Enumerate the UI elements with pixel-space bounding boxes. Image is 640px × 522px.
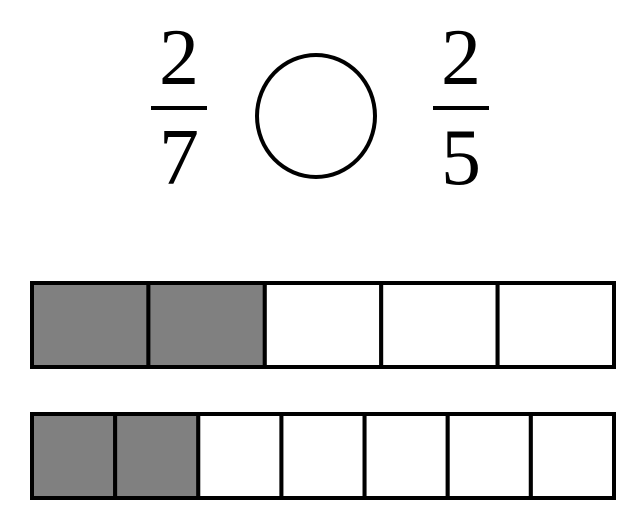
fraction-right-denominator: 5 [441, 114, 481, 202]
fraction-two-fifths: 2 5 [421, 18, 501, 198]
empty-bar-segment [379, 281, 500, 369]
fraction-right-bar [433, 106, 489, 110]
empty-bar-segment [262, 281, 384, 369]
empty-bar-segment [445, 412, 533, 500]
fraction-two-sevenths: 2 7 [139, 18, 219, 198]
empty-bar-segment [362, 412, 450, 500]
empty-bar-segment [495, 281, 617, 369]
empty-bar-segment [196, 412, 284, 500]
empty-bar-segment [528, 412, 616, 500]
empty-bar-segment [279, 412, 367, 500]
fraction-right-numerator: 2 [441, 14, 481, 102]
shaded-bar-segment [113, 412, 201, 500]
shaded-bar-segment [30, 412, 118, 500]
comparison-answer-circle[interactable] [255, 53, 377, 179]
fraction-left-bar [151, 106, 207, 110]
sevenths-bar [30, 412, 616, 500]
fraction-left-denominator: 7 [159, 114, 199, 202]
fraction-left-numerator: 2 [159, 14, 199, 102]
shaded-bar-segment [146, 281, 267, 369]
fifths-bar [30, 281, 617, 369]
shaded-bar-segment [30, 281, 151, 369]
